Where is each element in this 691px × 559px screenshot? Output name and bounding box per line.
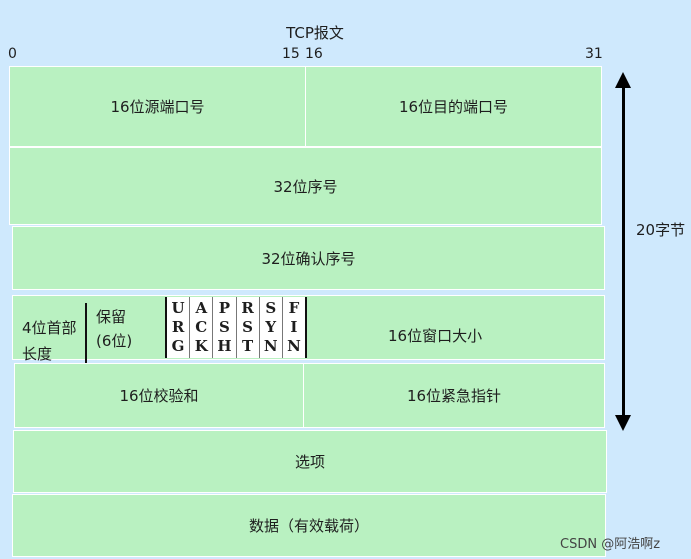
bit-label-15: 15 [282,46,300,62]
flag-letter: N [263,337,278,355]
bit-label-0: 0 [8,46,17,62]
flag-letter: N [287,337,301,355]
row-sequence: 32位序号 [9,147,602,225]
flag-letter: K [194,337,208,355]
window-size-field: 16位窗口大小 [388,327,483,345]
watermark: CSDN @阿浩啊z [560,537,661,552]
flag-letter: G [171,337,185,355]
header-length-divider [85,303,87,363]
reserved-line2: (6位) [96,332,133,350]
row-data: 数据（有效载荷） [12,494,606,557]
flag-ack: A C K [190,297,214,358]
urgent-pointer-field: 16位紧急指针 [303,364,604,427]
flag-letter: T [242,337,254,355]
flag-letter: S [265,299,277,317]
row-options: 选项 [13,430,607,493]
source-port-field: 16位源端口号 [110,98,205,116]
flag-rst: R S T [237,297,260,358]
header-length-field: 4位首部 长度 [22,315,77,367]
bit-label-16: 16 [305,46,323,62]
flag-letter: U [171,299,185,317]
diagram-title: TCP报文 [286,24,344,42]
flag-letter: R [171,318,185,336]
flag-letter: C [195,318,208,336]
flag-letter: F [288,299,300,317]
flag-letter: H [217,337,232,355]
flag-letter: S [242,318,254,336]
row-flags [12,295,605,360]
flag-letter: A [195,299,208,317]
header-size-label: 20字节 [636,221,686,239]
flag-psh: P S H [213,297,237,358]
arrow-shaft [622,84,625,418]
flag-letter: Y [265,318,277,336]
flag-letter: I [290,318,298,336]
row-checksum: 16位校验和 16位紧急指针 [14,363,605,428]
row-ports: 16位源端口号 16位目的端口号 [9,66,602,147]
flag-letter: S [219,318,230,336]
row-ack: 32位确认序号 [12,226,605,290]
header-length-line1: 4位首部 [22,319,77,337]
flag-letter: R [241,299,254,317]
flag-syn: S Y N [260,297,283,358]
reserved-field: 保留 (6位) [96,305,132,353]
dest-port-field: 16位目的端口号 [305,67,601,146]
header-length-line2: 长度 [22,345,53,363]
flag-letter: P [218,299,231,317]
flag-fin: F I N [283,297,305,358]
flag-urg: U R G [167,297,191,358]
bit-label-31: 31 [585,46,603,62]
flag-bits: U R G A C K P S H R S T S Y N F I N [165,297,307,358]
arrow-down-icon [615,415,631,431]
checksum-field: 16位校验和 [119,387,199,405]
reserved-line1: 保留 [96,308,127,326]
arrow-up-icon [615,72,631,88]
